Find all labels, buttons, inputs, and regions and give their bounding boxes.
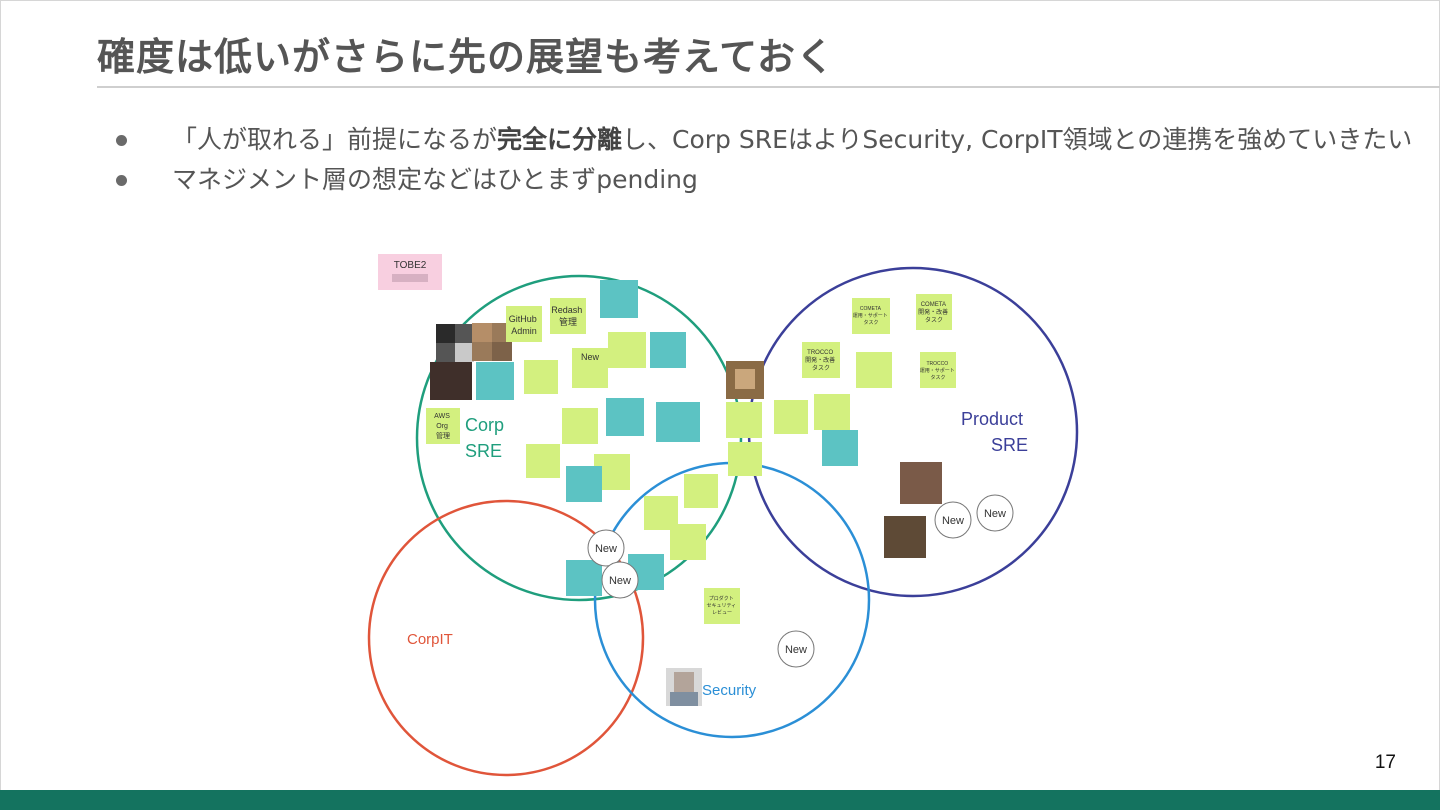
label-corp-sre: Corp SRE [465, 415, 509, 461]
svg-text:Redash 管理: Redash 管理 [551, 305, 585, 327]
svg-text:New: New [785, 644, 807, 656]
page-number: 17 [1374, 752, 1396, 773]
label-security: Security [702, 682, 757, 699]
new-badge: New [934, 501, 972, 539]
bullet-text: マネジメント層の想定などはひとまずpending [172, 165, 698, 194]
svg-text:New: New [609, 575, 631, 587]
sticky-note-cometa-ops: COMETA 運用・サポート タスク [852, 298, 890, 334]
bullet-text: 「人が取れる」前提になるが [172, 125, 498, 154]
bullet-dot [116, 175, 127, 186]
bullet-text: し、Corp SREはよりSecurity, CorpIT領域との連携を強めてい… [622, 125, 1413, 154]
avatar [472, 323, 512, 361]
bullet-list: 「人が取れる」前提になるが完全に分離し、Corp SREはよりSecurity,… [110, 122, 1420, 202]
sticky-note-aws-org: AWS Org 管理 [426, 408, 460, 444]
bullet-emphasis: 完全に分離 [497, 125, 623, 154]
tobe2-tag: TOBE2 [378, 254, 442, 290]
sticky-note-new: New [572, 348, 608, 384]
svg-text:COMETA 運用・サポート タスク: COMETA 運用・サポート タスク [853, 306, 889, 326]
svg-text:New: New [595, 543, 617, 555]
bullet-item: マネジメント層の想定などはひとまずpending [110, 162, 1420, 198]
svg-text:New: New [942, 515, 964, 527]
footer-bar [0, 790, 1440, 810]
new-badge: New [976, 494, 1014, 532]
svg-text:プロダクト セキュリティ レビュー: プロダクト セキュリティ レビュー [706, 595, 737, 616]
sticky-note-cluster [476, 280, 858, 596]
new-badge: New [777, 630, 815, 668]
slide-title: 確度は低いがさらに先の展望も考えておく [97, 35, 835, 79]
avatar [430, 362, 472, 400]
svg-text:New: New [984, 508, 1006, 520]
svg-text:New: New [581, 352, 600, 362]
svg-text:GitHub Admin: GitHub Admin [509, 314, 540, 336]
sticky-note-cometa-dev: COMETA 開発・改善 タスク [916, 294, 952, 330]
label-corpit: CorpIT [407, 631, 453, 648]
svg-text:TOBE2: TOBE2 [394, 260, 427, 271]
bullet-item: 「人が取れる」前提になるが完全に分離し、Corp SREはよりSecurity,… [110, 122, 1420, 158]
sticky-note-product-security-review: プロダクト セキュリティ レビュー [704, 588, 740, 624]
avatar [666, 668, 702, 706]
avatar [884, 516, 926, 558]
bullet-dot [116, 135, 127, 146]
svg-text:TROCCO 運用・サポート タスク: TROCCO 運用・サポート タスク [920, 361, 956, 381]
sticky-note-github-admin: GitHub Admin [506, 306, 542, 342]
svg-text:TROCCO 開発・改善 タスク: TROCCO 開発・改善 タスク [805, 350, 837, 372]
title-divider [97, 86, 1440, 88]
new-badge: New [587, 529, 625, 567]
svg-text:AWS Org 管理: AWS Org 管理 [434, 413, 452, 440]
label-product-sre: Product SRE [961, 409, 1028, 455]
avatar [436, 324, 474, 362]
avatar [900, 462, 942, 504]
team-venn-diagram: Corp SRE Product SRE CorpIT Security TOB… [367, 254, 1079, 777]
avatar [726, 361, 764, 399]
new-badge: New [601, 561, 639, 599]
sticky-note-trocco-dev: TROCCO 開発・改善 タスク [802, 342, 840, 378]
sticky-note-trocco-ops: TROCCO 運用・サポート タスク [920, 352, 956, 388]
venn-circle-corpit [367, 499, 645, 777]
sticky-note-redash: Redash 管理 [550, 298, 586, 334]
svg-text:COMETA 開発・改善 タスク: COMETA 開発・改善 タスク [918, 302, 950, 324]
